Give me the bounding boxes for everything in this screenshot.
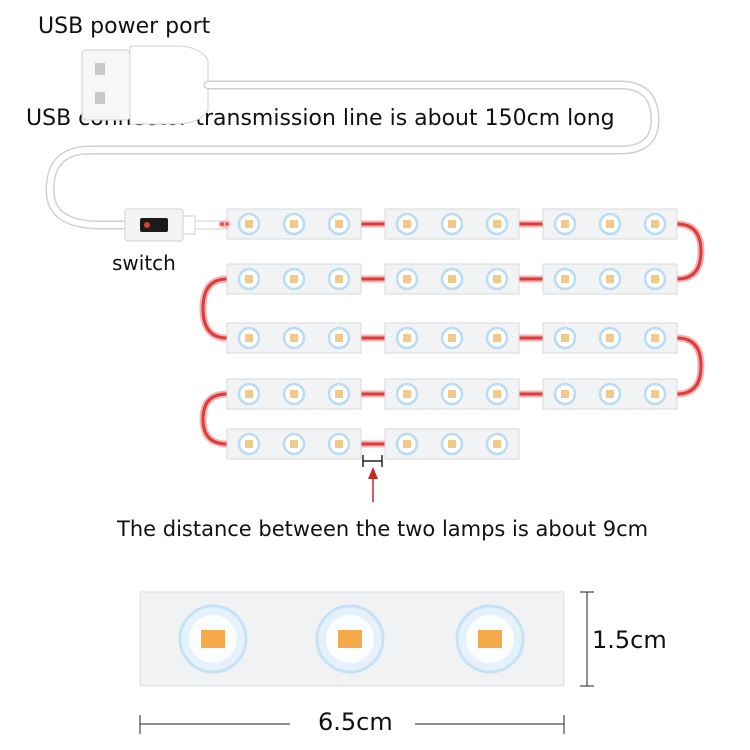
led-chip [245,220,253,228]
led-chip [606,334,614,342]
led-chip [335,334,343,342]
wire [201,277,229,340]
led-chip [606,390,614,398]
led-chip [290,334,298,342]
led-chip [335,275,343,283]
led-chip [448,390,456,398]
led-chip [493,440,501,448]
led-chip [448,334,456,342]
led-chip [403,390,411,398]
switch-label: switch [112,251,176,275]
led-chip [493,275,501,283]
led-chip [493,334,501,342]
module-height-label: 1.5cm [592,626,667,654]
usb-plug [81,45,209,125]
arrow-up-icon [368,467,378,479]
led-chip [651,220,659,228]
led-chip [606,220,614,228]
detail-led-chip [478,630,502,648]
led-chip [651,390,659,398]
led-chip [448,220,456,228]
led-strip [199,208,705,460]
led-chip [335,390,343,398]
switch[interactable] [124,208,228,242]
wire [201,392,229,446]
led-chip [448,440,456,448]
led-chip [448,275,456,283]
wire [675,336,703,396]
usb-power-port-label: USB power port [38,14,211,39]
led-chip [245,440,253,448]
detail-led-chip [201,630,225,648]
led-chip [290,220,298,228]
module-detail [139,591,565,687]
led-chip [245,334,253,342]
led-chip [493,220,501,228]
led-chip [561,390,569,398]
wire [675,222,703,281]
led-chip [561,220,569,228]
led-chip [403,275,411,283]
led-chip [403,440,411,448]
led-chip [290,275,298,283]
led-chip [561,334,569,342]
distance-marker [362,455,383,502]
width-dimension [139,715,565,734]
led-chip [290,390,298,398]
led-chip [403,334,411,342]
led-chip [651,334,659,342]
lamp-distance-label: The distance between the two lamps is ab… [117,517,649,541]
led-chip [493,390,501,398]
detail-led-chip [338,630,362,648]
module-width-label: 6.5cm [318,708,393,736]
led-chip [245,390,253,398]
led-chip [290,440,298,448]
height-dimension [580,591,594,687]
led-chip [335,220,343,228]
led-chip [651,275,659,283]
led-chip [245,275,253,283]
led-chip [561,275,569,283]
led-chip [335,440,343,448]
led-chip [403,220,411,228]
led-chip [606,275,614,283]
